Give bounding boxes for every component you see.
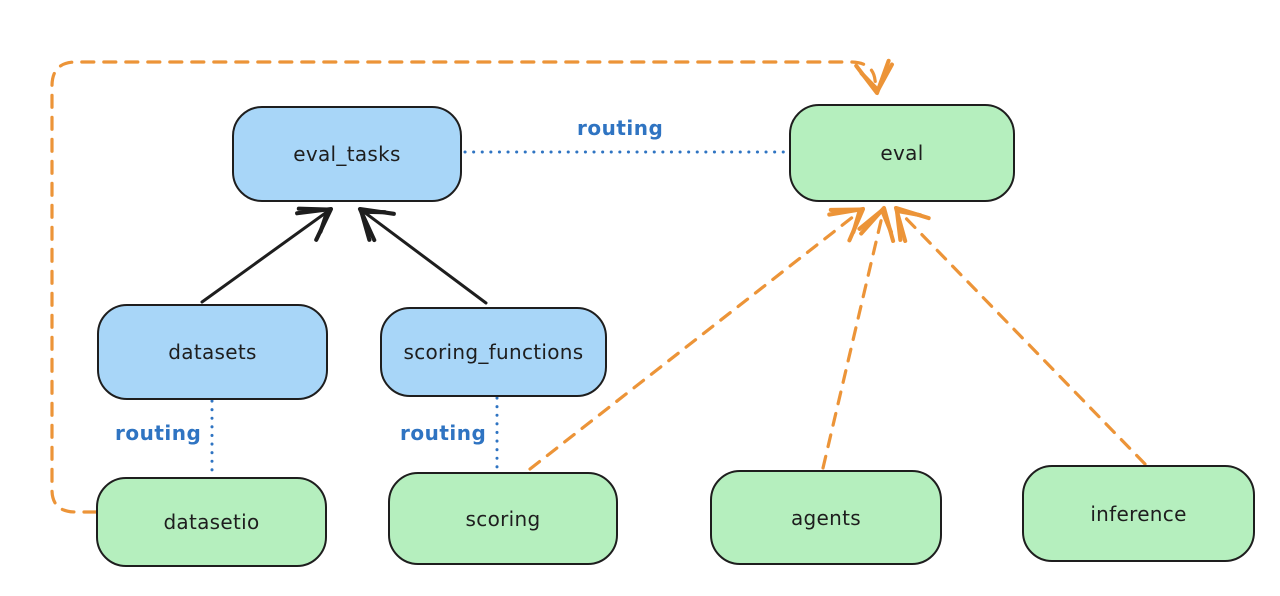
- node-eval-tasks: eval_tasks: [232, 106, 462, 202]
- node-scoring-functions: scoring_functions: [380, 307, 607, 397]
- edge-scoring-to-eval: [528, 206, 866, 471]
- node-datasets-label: datasets: [168, 340, 257, 364]
- node-inference-label: inference: [1090, 501, 1187, 526]
- edge-agents-to-eval: [821, 205, 896, 470]
- node-eval: eval: [789, 104, 1015, 202]
- node-scoring-label: scoring: [465, 506, 541, 531]
- node-scoring: scoring: [388, 472, 618, 565]
- node-datasetio: datasetio: [96, 477, 327, 567]
- node-agents: agents: [710, 470, 942, 565]
- edge-datasets-to-eval-tasks: [200, 206, 334, 304]
- node-eval-label: eval: [880, 141, 924, 165]
- node-eval-tasks-label: eval_tasks: [293, 142, 401, 166]
- edge-inference-to-eval: [893, 205, 1147, 466]
- node-datasets: datasets: [97, 304, 328, 400]
- node-scoring-functions-label: scoring_functions: [403, 340, 584, 364]
- routing-label-scoring-functions-scoring: routing: [400, 421, 487, 445]
- node-inference: inference: [1022, 465, 1255, 562]
- node-datasetio-label: datasetio: [163, 510, 260, 534]
- edge-scoring-functions-to-eval-tasks: [357, 206, 488, 305]
- routing-label-eval-tasks-eval: routing: [577, 116, 664, 140]
- node-agents-label: agents: [791, 505, 861, 530]
- routing-label-datasets-datasetio: routing: [115, 421, 202, 445]
